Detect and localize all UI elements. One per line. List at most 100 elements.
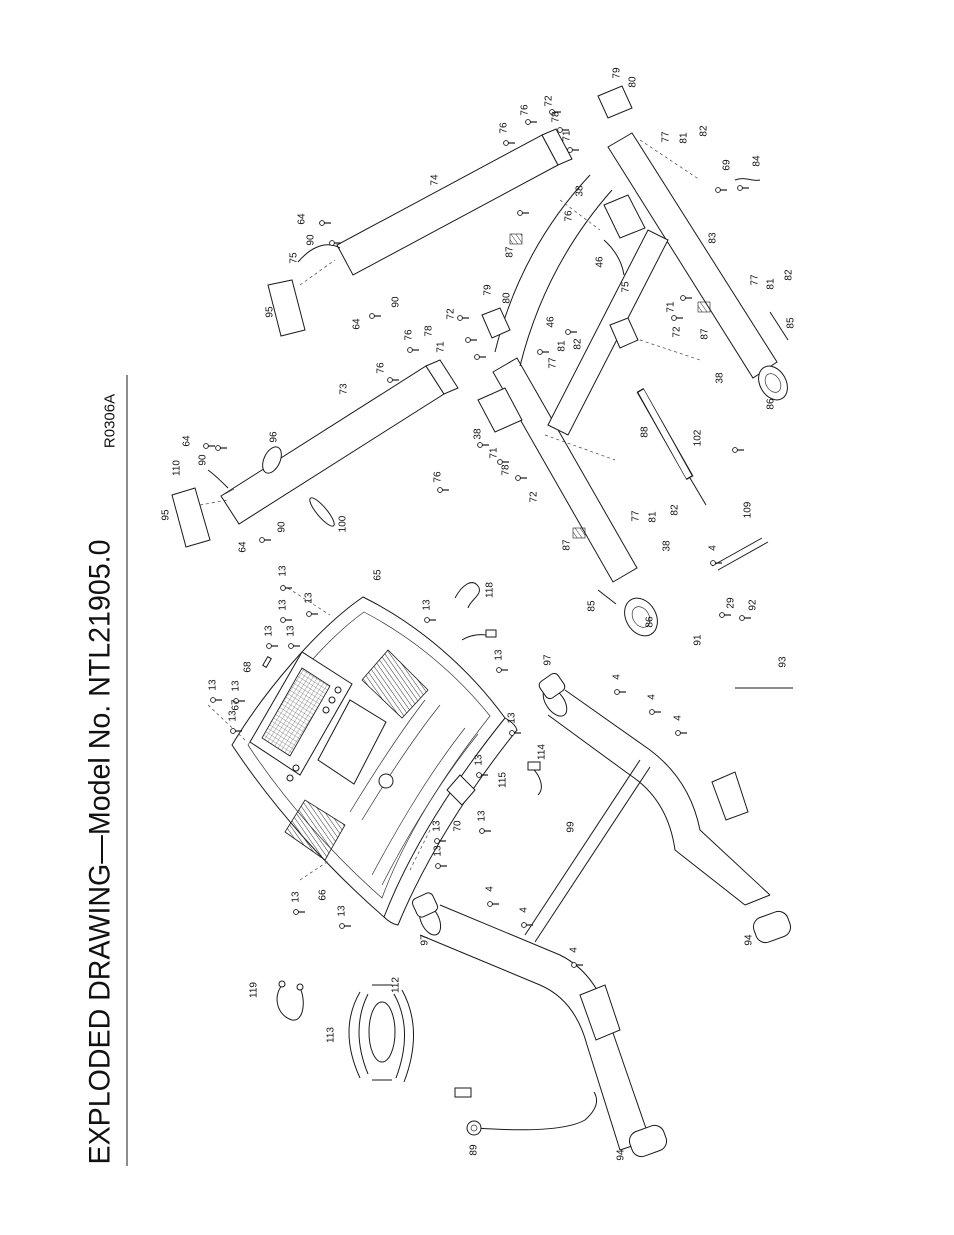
console-knob — [378, 773, 394, 789]
wire-84 — [734, 178, 761, 181]
part-label: 79 — [483, 284, 494, 296]
screw-icon — [259, 537, 271, 543]
part-label: 72 — [529, 491, 540, 503]
part-label: 13 — [474, 754, 485, 766]
part-label: 4 — [569, 947, 580, 953]
part-label: 13 — [304, 592, 315, 604]
part-label: 71 — [489, 447, 500, 459]
screw-icon — [329, 240, 341, 246]
part-label: 46 — [546, 316, 557, 328]
part-label: 82 — [670, 504, 681, 516]
part-label: 85 — [587, 600, 598, 612]
part-label: 13 — [477, 810, 488, 822]
part-label: 81 — [766, 278, 777, 290]
end-cap — [411, 672, 566, 918]
part-label: 94 — [616, 1149, 627, 1161]
crossbar — [524, 759, 651, 943]
wire-114 — [531, 767, 542, 796]
upright-foot — [628, 910, 792, 1158]
part-label: 64 — [297, 213, 308, 225]
pad-87 — [697, 301, 711, 313]
part-label: 90 — [391, 296, 402, 308]
screw-icon — [457, 315, 469, 321]
part-label: 87 — [505, 246, 516, 258]
part-label: 76 — [433, 471, 444, 483]
handle-grip — [171, 279, 306, 548]
part-label: 13 — [286, 625, 297, 637]
screw-icon — [293, 909, 305, 915]
bolt-85 — [597, 311, 789, 605]
console — [231, 582, 542, 926]
part-label: 90 — [277, 521, 288, 533]
screw-icon — [557, 127, 569, 133]
tray — [446, 774, 476, 806]
screw-icon — [288, 643, 300, 649]
frame-tube-73 — [220, 359, 459, 525]
part-label: 87 — [700, 328, 711, 340]
part-label: 64 — [238, 541, 249, 553]
part-label: 99 — [566, 821, 577, 833]
part-label: 4 — [612, 674, 623, 680]
part-label: 77 — [750, 274, 761, 286]
screw-icon — [567, 147, 579, 153]
screw-icon — [487, 901, 499, 907]
part-label: 97 — [543, 654, 554, 666]
part-label: 71 — [436, 341, 447, 353]
part-label: 76 — [404, 329, 415, 341]
part-label: 82 — [784, 269, 795, 281]
part-label: 94 — [744, 934, 755, 946]
upright-bracket — [579, 984, 621, 1041]
part-label: 13 — [432, 820, 443, 832]
wire-75 — [603, 239, 625, 276]
sensor-wire — [207, 469, 229, 489]
part-label: 91 — [693, 634, 704, 646]
part-label: 13 — [278, 599, 289, 611]
console-button — [322, 706, 330, 714]
hardware — [203, 109, 751, 968]
part-label: 81 — [679, 132, 690, 144]
screw-icon — [496, 667, 508, 673]
speaker-grille — [284, 799, 346, 861]
console-clip — [262, 655, 272, 669]
part-label: 38 — [715, 372, 726, 384]
safety-key — [454, 1087, 597, 1136]
part-label: 102 — [693, 429, 704, 446]
part-label: 83 — [708, 232, 719, 244]
screw-icon — [230, 728, 242, 734]
part-label: 100 — [338, 515, 349, 532]
part-label: 76 — [499, 122, 510, 134]
screw-icon — [614, 689, 626, 695]
part-label: 72 — [446, 308, 457, 320]
screw-icon — [435, 863, 447, 869]
part-label: 77 — [548, 357, 559, 369]
part-label: 71 — [666, 301, 677, 313]
part-label: 4 — [708, 545, 719, 551]
part-label: 81 — [557, 340, 568, 352]
screw-icon — [509, 730, 521, 736]
part-label: 92 — [748, 599, 759, 611]
part-label: 67 — [231, 699, 242, 711]
part-label: 64 — [182, 435, 193, 447]
display-keypad — [261, 667, 331, 757]
part-label: 4 — [519, 907, 530, 913]
part-label: 13 — [433, 845, 444, 857]
part-label: 81 — [648, 511, 659, 523]
sensor-wire — [297, 244, 341, 263]
upright-bracket — [711, 771, 749, 821]
screw-icon — [649, 709, 661, 715]
wire-114-plug — [527, 761, 541, 771]
part-label: 29 — [726, 597, 737, 609]
screw-icon — [477, 442, 489, 448]
screw-icon — [369, 313, 381, 319]
part-label: 75 — [289, 252, 300, 264]
part-label: 4 — [485, 886, 496, 892]
screw-icon — [479, 828, 491, 834]
screw-icon — [203, 443, 215, 449]
part-label: 77 — [631, 510, 642, 522]
part-label: 78 — [501, 464, 512, 476]
part-label: 90 — [198, 454, 209, 466]
screw-icon — [319, 220, 331, 226]
part-label: 73 — [339, 383, 350, 395]
part-label: 95 — [265, 306, 276, 318]
screw-icon — [503, 140, 515, 146]
